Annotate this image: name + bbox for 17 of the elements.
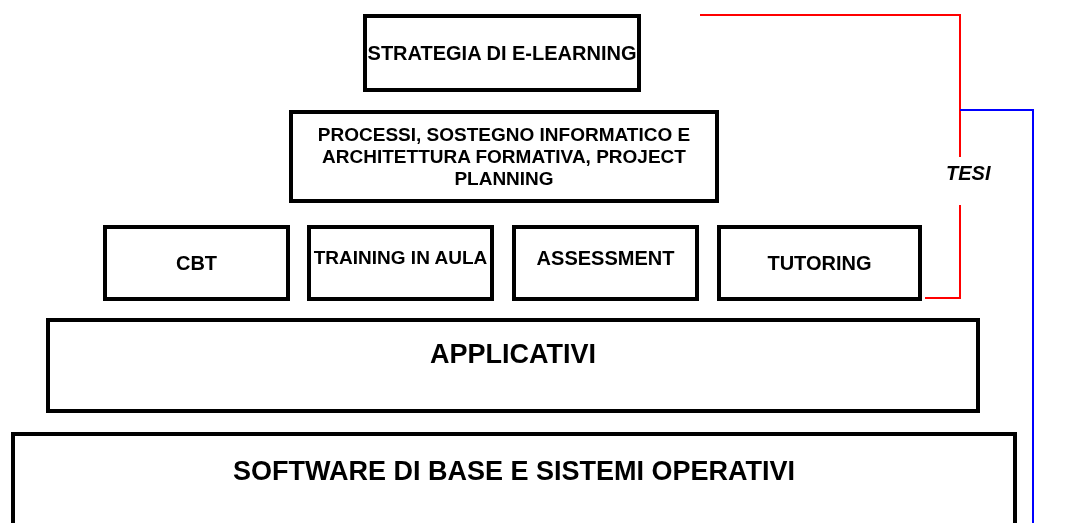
layer-box <box>103 225 290 301</box>
bracket-label: TESI <box>946 162 991 185</box>
layer-box <box>11 432 1017 523</box>
layer-label: CBT <box>175 251 218 275</box>
layer-box <box>307 225 494 301</box>
layer-label: TRAINING IN AULA <box>313 247 488 269</box>
layer-label: STRATEGIA DI E-LEARNING <box>367 41 637 65</box>
layer-box <box>289 110 719 203</box>
layer-label: PROCESSI, SOSTEGNO INFORMATICO E ARCHITETTURA FORMATIVA, PROJECT PLANNING <box>316 123 692 190</box>
layer-box <box>363 14 641 92</box>
layer-label: ASSESSMENT <box>536 246 675 270</box>
layer-box <box>46 318 980 413</box>
layer-label: SOFTWARE DI BASE E SISTEMI OPERATIVI <box>232 456 796 487</box>
layer-box <box>512 225 699 301</box>
layer-box <box>717 225 922 301</box>
layer-label: APPLICATIVI <box>430 339 596 370</box>
layer-label: TUTORING <box>767 251 872 275</box>
